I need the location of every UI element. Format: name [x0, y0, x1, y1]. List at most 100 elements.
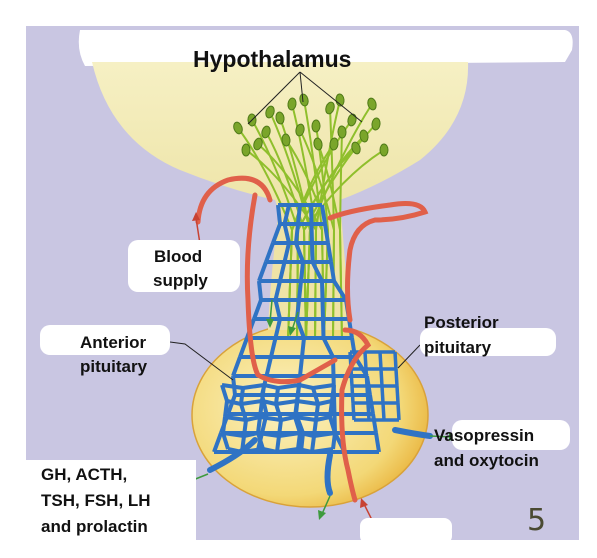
capillary-segment: [282, 204, 291, 225]
capillary-segment: [310, 242, 315, 263]
capillary-segment: [296, 204, 302, 225]
capillary-segment: [221, 432, 230, 450]
capillary-segment: [300, 337, 306, 358]
neuron-soma: [337, 125, 347, 139]
capillary-segment: [320, 280, 325, 301]
capillary-segment: [256, 432, 265, 450]
capillary-segment: [315, 415, 331, 422]
capillary-segment: [378, 351, 383, 370]
arteries: [195, 175, 429, 503]
leader-hypo-1: [247, 71, 301, 125]
capillary-segment: [224, 415, 247, 422]
capillary-segment: [295, 318, 306, 339]
capillary-segment: [313, 431, 336, 438]
neuron-soma: [253, 137, 263, 151]
capillary-segment: [395, 385, 400, 404]
veins-out: [207, 427, 433, 496]
capillary-segment: [349, 368, 354, 387]
capillary-segment: [238, 337, 249, 358]
capillary-segment: [314, 403, 320, 421]
blood-supply-label-line1: Blood: [154, 247, 203, 266]
axon: [257, 143, 325, 341]
capillary-segment: [371, 413, 378, 434]
capillary-segment: [329, 261, 336, 282]
posterior-pituitary-label-line1: Posterior: [424, 313, 499, 332]
hypothalamus-label: Hypothalamus: [193, 46, 352, 72]
blood-supply-label-line2: supply: [153, 271, 208, 290]
capillary-segment: [297, 280, 303, 301]
page-number: 5: [527, 503, 547, 538]
vasopressin-label-line2: and oxytocin: [434, 451, 539, 470]
capillary-segment: [297, 447, 313, 454]
capillary-segment: [280, 415, 296, 422]
capillary-segment: [310, 435, 316, 453]
pad-vasopressin: [452, 420, 570, 450]
capillary-segment: [239, 403, 248, 421]
neuron-soma: [371, 117, 381, 131]
capillary-segment: [332, 279, 348, 302]
label-blank-top: [78, 30, 573, 66]
capillary-segment: [239, 387, 245, 405]
anterior-hormones-label-line2: TSH, FSH, LH: [41, 491, 151, 510]
capillary-segment: [277, 419, 283, 437]
neuron-soma: [287, 97, 297, 111]
neuron-soma: [275, 111, 285, 125]
pad-bottom-blank: [360, 518, 452, 544]
capillary-segment: [296, 399, 319, 406]
artery-right-loop: [327, 201, 429, 323]
capillary-segment: [220, 384, 229, 402]
vein-anterior-out: [207, 437, 258, 473]
capillary-segment: [294, 415, 317, 422]
capillary-segment: [243, 431, 259, 438]
capillary-segment: [296, 432, 302, 450]
posterior-capillary-network: [348, 350, 401, 422]
capillary-segment: [275, 435, 281, 453]
capillary-segment: [262, 447, 278, 454]
capillary-segment: [293, 400, 299, 418]
capillary-segment: [298, 356, 304, 377]
label-pads: [26, 240, 570, 544]
capillary-segment: [273, 299, 282, 320]
capillary-segment: [282, 223, 291, 244]
anterior-pituitary-label-line1: Anterior: [80, 333, 147, 352]
neuron-soma: [295, 123, 305, 137]
arrow-blood-supply: [195, 217, 201, 245]
anterior-pituitary-label-line2: pituitary: [80, 357, 148, 376]
capillary-segment: [294, 223, 300, 244]
leader-hypo-3: [299, 71, 363, 123]
capillary-segment: [276, 447, 299, 454]
axon: [329, 107, 336, 341]
capillary-segment: [273, 280, 282, 301]
capillary-segment: [258, 400, 264, 418]
capillary-segment: [363, 351, 368, 370]
capillary-segment: [379, 368, 384, 387]
capillary-segment: [312, 383, 335, 390]
capillary-segment: [350, 337, 357, 358]
capillary-segment: [350, 385, 355, 404]
capillary-segment: [351, 402, 356, 421]
capillary-segment: [309, 223, 314, 244]
leader-hypo-2: [299, 71, 304, 103]
axon: [302, 149, 385, 341]
arrow-vasopressin: [429, 435, 453, 438]
capillary-segment: [326, 242, 333, 263]
axon: [317, 143, 343, 341]
axon: [299, 129, 336, 341]
capillary-segment: [320, 299, 325, 320]
vein-posterior-out: [392, 427, 433, 439]
arrow-bottom-out: [321, 495, 331, 515]
capillary-segment: [261, 399, 277, 406]
artery-left-loop: [244, 192, 338, 385]
neuron-soma: [233, 121, 243, 135]
capillary-segment: [381, 402, 386, 421]
capillary-segment: [278, 431, 301, 438]
artery-left-upper: [195, 175, 273, 225]
capillary-segment: [259, 415, 282, 422]
capillary-segment: [282, 242, 291, 263]
portal-capillary-network: [212, 203, 381, 454]
capillary-segment: [299, 261, 305, 282]
capillary-segment: [278, 261, 287, 282]
capillary-segment: [275, 399, 298, 406]
capillary-segment: [365, 385, 370, 404]
